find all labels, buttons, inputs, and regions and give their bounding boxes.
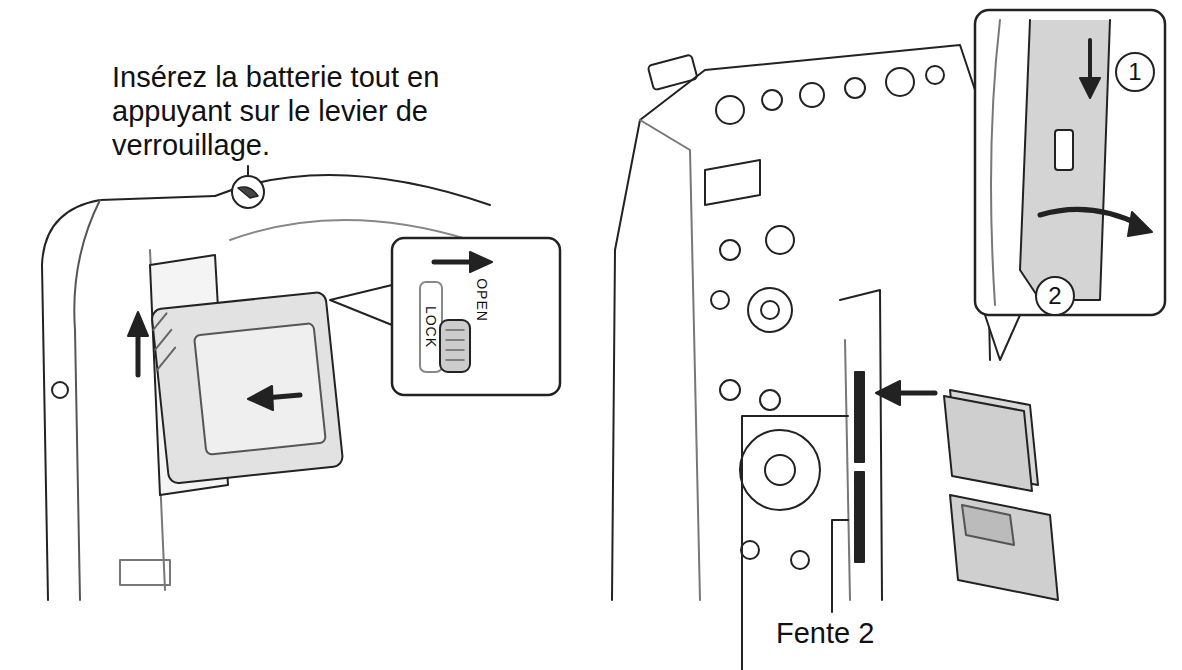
callout-number: 1 [1128, 60, 1141, 84]
callout-number: 2 [1048, 284, 1061, 308]
switch-label: OPEN [475, 278, 489, 322]
switch-label: LOCK [424, 306, 438, 348]
slot-label: Fente 2 [776, 616, 874, 650]
instruction-note: Insérez la batterie tout en appuyant sur… [112, 60, 522, 163]
